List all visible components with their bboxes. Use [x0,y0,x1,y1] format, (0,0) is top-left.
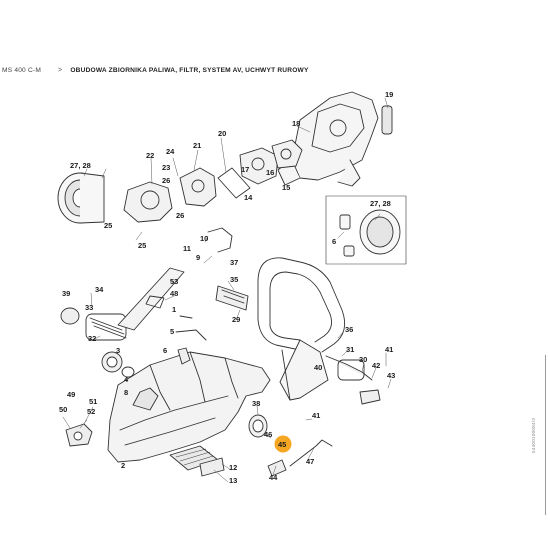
av-spring-left [60,307,135,378]
callout-4[interactable]: 4 [124,375,129,384]
callout-2[interactable]: 2 [121,461,125,470]
callout-52[interactable]: 52 [87,407,95,416]
page-title: OBUDOWA ZBIORNIKA PALIWA, FILTR, SYSTEM … [70,66,309,74]
callout-17[interactable]: 17 [241,165,249,174]
callout-labels: 19 18 20 21 22 24 23 26 27, 28 16 17 15 … [59,90,395,485]
breadcrumb-model[interactable]: MS 400 C-M [2,66,42,74]
callout-40[interactable]: 40 [314,363,322,372]
leader-lines [62,97,392,483]
clip-49-52 [65,423,93,447]
callout-1[interactable]: 1 [172,305,176,314]
callout-30[interactable]: 30 [359,355,367,364]
callout-12[interactable]: 12 [229,463,237,472]
wrap-handle [257,257,346,401]
highlight-circle-45[interactable] [274,435,292,453]
callout-25-b[interactable]: 25 [138,241,146,250]
callout-44[interactable]: 44 [269,473,278,482]
callout-5[interactable]: 5 [170,327,174,336]
callout-25-a[interactable]: 25 [104,221,112,230]
callout-3[interactable]: 3 [116,346,120,355]
callout-48[interactable]: 48 [170,289,178,298]
fuel-hose [175,227,233,365]
trigger-link-47 [267,439,333,477]
filter-cap-38 [248,414,268,438]
callout-23[interactable]: 23 [162,163,170,172]
callout-49[interactable]: 49 [67,390,75,399]
callout-9[interactable]: 9 [196,253,200,262]
callout-27-28[interactable]: 27, 28 [70,161,91,170]
callout-37[interactable]: 37 [230,258,238,267]
callout-32[interactable]: 32 [88,334,96,343]
carburetor-assembly [123,139,303,223]
av-buffer-center [215,285,249,311]
callout-15[interactable]: 15 [282,183,290,192]
callout-41[interactable]: 41 [312,411,320,420]
bracket-12 [199,457,225,477]
callout-24[interactable]: 24 [166,147,175,156]
handle-bar-53 [117,267,185,331]
callout-43[interactable]: 43 [387,371,395,380]
fuel-tank-housing [107,351,271,471]
callout-53[interactable]: 53 [170,277,178,286]
chevron-right-icon: > [58,66,63,74]
callout-38[interactable]: 38 [252,399,260,408]
callout-10[interactable]: 10 [200,234,208,243]
callout-6[interactable]: 6 [163,346,167,355]
callout-46[interactable]: 46 [264,430,272,439]
callout-34[interactable]: 34 [95,285,104,294]
air-filter-right [325,195,407,265]
drawing-code: 54400100084\3 [531,417,536,453]
callout-45[interactable]: 45 [278,440,286,449]
callout-36[interactable]: 36 [345,325,353,334]
callout-35[interactable]: 35 [230,275,238,284]
callout-8[interactable]: 8 [124,388,128,397]
callout-26-top[interactable]: 26 [162,176,170,185]
callout-39[interactable]: 39 [62,289,70,298]
callout-22[interactable]: 22 [146,151,154,160]
callout-18[interactable]: 18 [292,119,300,128]
callout-14[interactable]: 14 [244,193,253,202]
callout-13[interactable]: 13 [229,476,237,485]
callout-19[interactable]: 19 [385,90,393,99]
callout-11[interactable]: 11 [183,244,191,253]
callout-20[interactable]: 20 [218,129,226,138]
callout-29[interactable]: 29 [232,315,240,324]
av-spring-right [325,355,381,405]
engine-housing [277,91,393,187]
callout-47[interactable]: 47 [306,457,314,466]
callout-50[interactable]: 50 [59,405,67,414]
callout-21[interactable]: 21 [193,141,201,150]
callout-6-r[interactable]: 6 [332,237,336,246]
callout-27-28-r[interactable]: 27, 28 [370,199,391,208]
breadcrumb: MS 400 C-M > OBUDOWA ZBIORNIKA PALIWA, F… [0,63,550,77]
callout-42[interactable]: 42 [372,361,380,370]
callout-26-mid[interactable]: 26 [176,211,184,220]
callout-41-r[interactable]: 41 [385,345,393,354]
callout-31[interactable]: 31 [346,345,354,354]
callout-33[interactable]: 33 [85,303,93,312]
callout-16[interactable]: 16 [266,168,274,177]
air-filter-left [57,172,105,224]
page-edge-divider [545,355,546,515]
callout-51[interactable]: 51 [89,397,97,406]
